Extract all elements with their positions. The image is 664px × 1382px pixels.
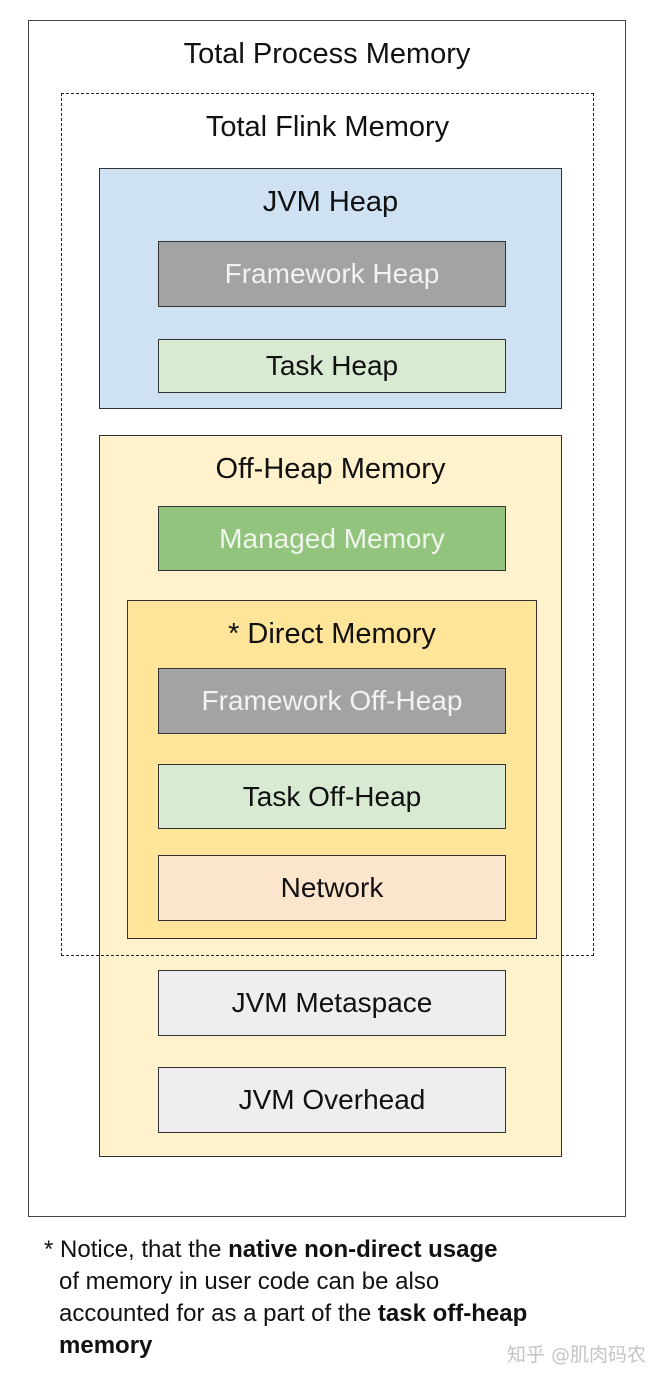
total-flink-memory-region xyxy=(61,93,594,956)
total-process-memory-label: Total Process Memory xyxy=(183,38,471,70)
notice-line-1-prefix: * Notice, that the xyxy=(44,1236,229,1263)
framework-heap-box: Framework Heap xyxy=(158,241,506,307)
notice-line-3-prefix: accounted for as a part of the xyxy=(59,1300,378,1327)
task-heap-box: Task Heap xyxy=(158,339,506,393)
jvm-heap-label: JVM Heap xyxy=(262,186,399,218)
notice-line-4-bold: memory xyxy=(59,1332,153,1359)
watermark: 知乎 @肌肉码农 xyxy=(506,1344,646,1366)
jvm-overhead-box: JVM Overhead xyxy=(158,1067,506,1133)
framework-off-heap-box: Framework Off-Heap xyxy=(158,668,506,734)
notice-line-4: memory xyxy=(44,1330,624,1362)
notice-line-3: accounted for as a part of the task off-… xyxy=(44,1298,624,1330)
task-off-heap-box: Task Off-Heap xyxy=(158,764,506,829)
notice-line-2: of memory in user code can be also xyxy=(59,1268,440,1295)
notice-line-3-bold: task off-heap xyxy=(377,1300,528,1327)
off-heap-memory-label: Off-Heap Memory xyxy=(215,453,446,485)
direct-memory-label: * Direct Memory xyxy=(228,618,436,650)
jvm-metaspace-box: JVM Metaspace xyxy=(158,970,506,1036)
notice-line-1-bold: native non-direct usage xyxy=(228,1236,498,1263)
total-flink-memory-label: Total Flink Memory xyxy=(205,111,450,143)
notice-line-1: * Notice, that the native non-direct usa… xyxy=(44,1234,624,1266)
managed-memory-box: Managed Memory xyxy=(158,506,506,571)
notice-text: * Notice, that the native non-direct usa… xyxy=(44,1234,624,1362)
network-box: Network xyxy=(158,855,506,921)
